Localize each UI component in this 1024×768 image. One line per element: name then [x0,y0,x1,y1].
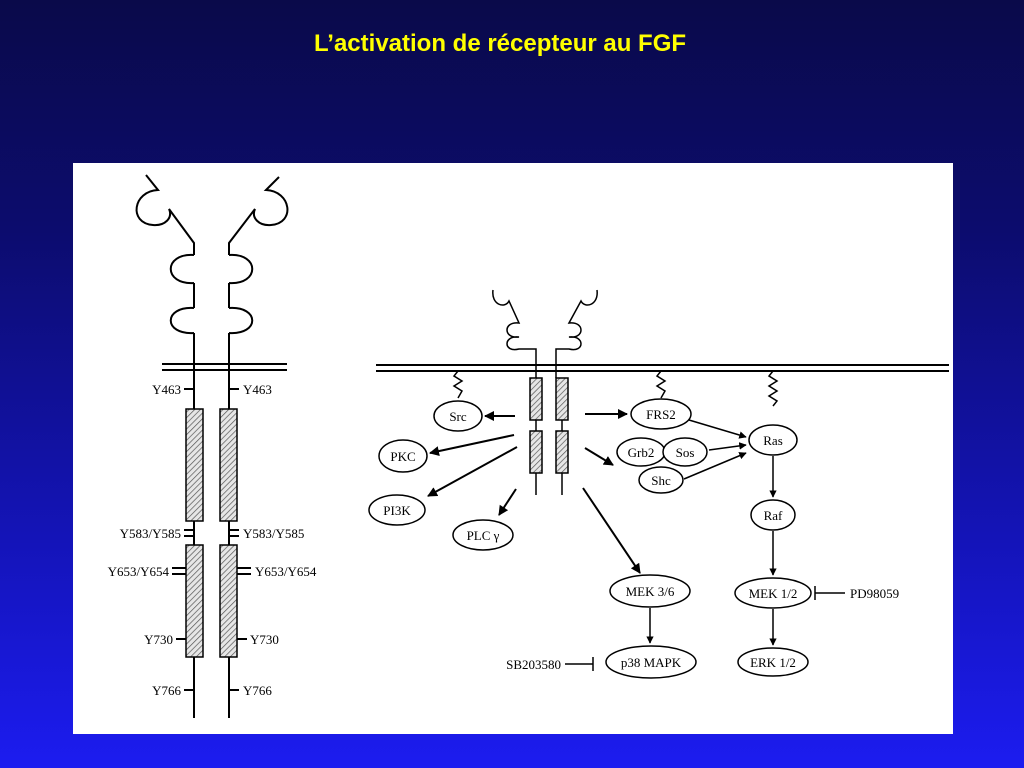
svg-text:PI3K: PI3K [383,503,411,518]
svg-text:PKC: PKC [390,449,415,464]
pathway-arrows [427,409,777,646]
ras-membrane-anchor [767,370,779,407]
node-src: Src [433,400,483,432]
frs2-membrane-anchor [655,370,667,399]
site-label-y583-left: Y583/Y585 [120,526,181,541]
svg-text:Shc: Shc [651,473,671,488]
fgf-receptor-figure: Y463 Y463 Y583/Y585 Y583/Y585 Y653/Y654 … [73,163,953,734]
site-label-y766-left: Y766 [152,683,181,698]
src-membrane-anchor [452,370,464,399]
small-receptor-kinase-right-1 [555,377,569,421]
svg-text:ERK 1/2: ERK 1/2 [750,655,796,670]
node-mek12: MEK 1/2 [734,577,812,609]
svg-text:p38 MAPK: p38 MAPK [621,655,682,670]
svg-text:SB203580: SB203580 [506,657,561,672]
node-erk12: ERK 1/2 [737,647,809,677]
node-pkc: PKC [378,439,428,473]
small-receptor-kinase-right-2 [555,430,569,474]
svg-text:Grb2: Grb2 [628,445,655,460]
inhibitor-pd98059: PD98059 [814,586,899,601]
site-label-y653-right: Y653/Y654 [255,564,317,579]
site-label-y653-left: Y653/Y654 [108,564,170,579]
node-ras: Ras [748,424,798,456]
tyrosine-site-ticks [172,388,251,691]
node-shc: Shc [638,466,684,494]
svg-text:PLC γ: PLC γ [467,528,500,543]
node-grb2: Grb2 [616,437,666,467]
inhibitor-sb203580: SB203580 [506,657,594,672]
node-p38-mapk: p38 MAPK [605,645,697,679]
svg-text:Ras: Ras [763,433,783,448]
svg-text:FRS2: FRS2 [646,407,676,422]
svg-text:MEK 1/2: MEK 1/2 [749,586,798,601]
svg-text:MEK 3/6: MEK 3/6 [626,584,675,599]
site-label-y583-right: Y583/Y585 [243,526,304,541]
site-label-y766-right: Y766 [243,683,272,698]
site-label-y730-left: Y730 [144,632,173,647]
svg-text:Sos: Sos [676,445,695,460]
node-frs2: FRS2 [630,398,692,430]
small-receptor-kinase-left-1 [529,377,543,421]
left-receptor-dimer: Y463 Y463 Y583/Y585 Y583/Y585 Y653/Y654 … [108,174,317,718]
right-kinase-domain-2 [219,544,238,658]
svg-text:PD98059: PD98059 [850,586,899,601]
right-kinase-domain-1 [219,408,238,522]
node-sos: Sos [662,437,708,467]
small-receptor-dimer [492,289,598,495]
signaling-pathway: Src PKC PI3K PLC γ FRS2 Grb2 Sos Shc [368,289,949,679]
svg-text:Src: Src [449,409,467,424]
svg-text:Raf: Raf [764,508,783,523]
left-kinase-domain-2 [185,544,204,658]
node-raf: Raf [750,499,796,531]
site-label-y730-right: Y730 [250,632,279,647]
slide-title: L’activation de récepteur au FGF [313,30,687,57]
site-label-y463-left: Y463 [152,382,181,397]
figure-svg: Y463 Y463 Y583/Y585 Y583/Y585 Y653/Y654 … [108,174,949,718]
site-label-y463-right: Y463 [243,382,272,397]
node-mek36: MEK 3/6 [609,574,691,608]
small-receptor-kinase-left-2 [529,430,543,474]
node-pi3k: PI3K [368,494,426,526]
left-kinase-domain-1 [185,408,204,522]
node-plc-gamma: PLC γ [452,519,514,551]
